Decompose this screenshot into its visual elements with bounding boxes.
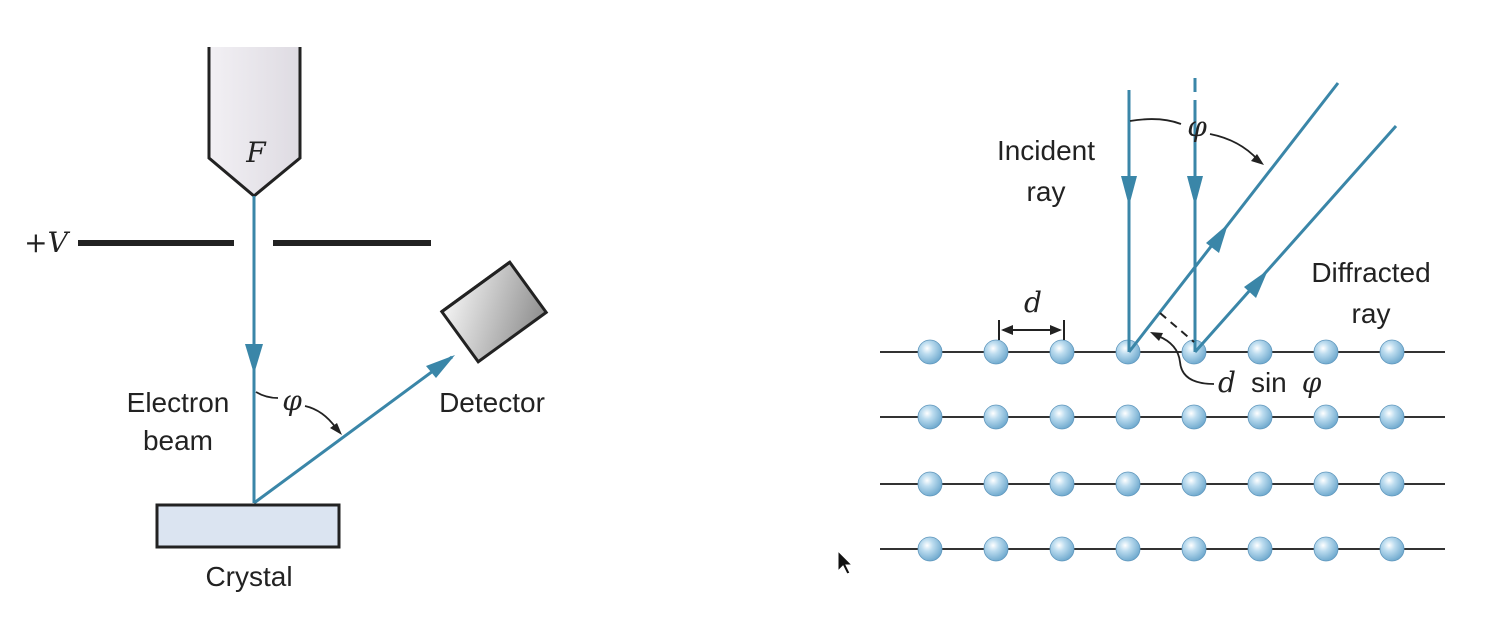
diffracted-arrowhead-1 — [1206, 224, 1228, 253]
lattice-atoms — [917, 339, 1405, 562]
path-diff-arrowhead — [1150, 332, 1163, 341]
filament-label: F — [245, 136, 267, 169]
lattice-atom — [1247, 404, 1273, 430]
lattice-atom — [1115, 404, 1141, 430]
lattice-atom — [917, 339, 943, 365]
electron-gun-diagram: F +V Detector Crystal Electron beam φ — [24, 47, 549, 592]
electron-beam-scattered — [253, 355, 453, 505]
lattice-atom — [1181, 536, 1207, 562]
diffracted-ray-1 — [1127, 82, 1340, 353]
diffracted-ray-2 — [1193, 125, 1398, 353]
lattice-atom — [1247, 339, 1273, 365]
right-angle-arrowhead — [1251, 154, 1264, 165]
lattice-atom — [983, 339, 1009, 365]
path-diff-var: d — [1218, 366, 1236, 399]
path-diff-leader — [1157, 335, 1215, 385]
lattice-atom — [1181, 471, 1207, 497]
lattice-atom — [1379, 536, 1405, 562]
lattice-atom — [1379, 404, 1405, 430]
scattered-arrowhead — [426, 355, 455, 378]
lattice-atom — [1181, 404, 1207, 430]
incident-label-line2: ray — [1027, 176, 1066, 207]
beam-arrowhead-down — [245, 344, 263, 374]
electron-beam-label-line1: Electron — [127, 387, 230, 418]
lattice-atom — [917, 536, 943, 562]
lattice-atom — [1247, 536, 1273, 562]
spacing-label: d — [1024, 286, 1042, 319]
spacing-arrow-right — [1050, 325, 1062, 335]
lattice-atom — [1313, 404, 1339, 430]
angle-label-right: φ — [1187, 110, 1207, 143]
cursor-arrow-icon — [837, 549, 854, 575]
lattice-atom — [1313, 471, 1339, 497]
crystal-lattice-diagram: φ Incident ray Diffracted ray d d sin φ — [880, 78, 1445, 562]
lattice-atom — [1247, 471, 1273, 497]
lattice-atom — [1049, 536, 1075, 562]
crystal-block — [155, 503, 341, 549]
electron-beam-label-line2: beam — [143, 425, 213, 456]
angle-arc-left — [255, 391, 279, 399]
lattice-atom — [1379, 471, 1405, 497]
lattice-atom — [983, 536, 1009, 562]
lattice-atom — [1049, 339, 1075, 365]
voltage-label: +V — [24, 226, 70, 259]
right-angle-arc-right — [1209, 133, 1259, 161]
path-difference-label: d sin φ — [1218, 366, 1322, 399]
angle-arc-right — [304, 405, 337, 429]
lattice-atom — [983, 404, 1009, 430]
lattice-atom — [917, 404, 943, 430]
diffracted-arrowhead-2 — [1244, 270, 1268, 298]
lattice-atom — [1115, 536, 1141, 562]
diffracted-label-line1: Diffracted — [1311, 257, 1430, 288]
lattice-atom — [1115, 471, 1141, 497]
lattice-atom — [1049, 471, 1075, 497]
angle-arrowhead — [330, 423, 342, 435]
incident-arrowhead-1 — [1121, 176, 1137, 206]
incident-arrowhead-2 — [1187, 176, 1203, 206]
path-diff-func: sin — [1251, 367, 1287, 398]
right-angle-arc-left — [1129, 118, 1182, 125]
spacing-arrow-left — [1001, 325, 1013, 335]
detector-box — [439, 260, 549, 364]
lattice-atom — [983, 471, 1009, 497]
diffracted-label-line2: ray — [1352, 298, 1391, 329]
incident-label-line1: Incident — [997, 135, 1095, 166]
detector-label: Detector — [439, 387, 545, 418]
filament-housing — [207, 47, 302, 198]
lattice-atom — [1313, 339, 1339, 365]
path-difference-dash — [1159, 312, 1195, 343]
lattice-atom — [917, 471, 943, 497]
path-diff-angle: φ — [1302, 366, 1322, 399]
lattice-atom — [1049, 404, 1075, 430]
lattice-atom — [1313, 536, 1339, 562]
angle-label-left: φ — [282, 384, 302, 417]
lattice-atom — [1379, 339, 1405, 365]
crystal-label: Crystal — [205, 561, 292, 592]
